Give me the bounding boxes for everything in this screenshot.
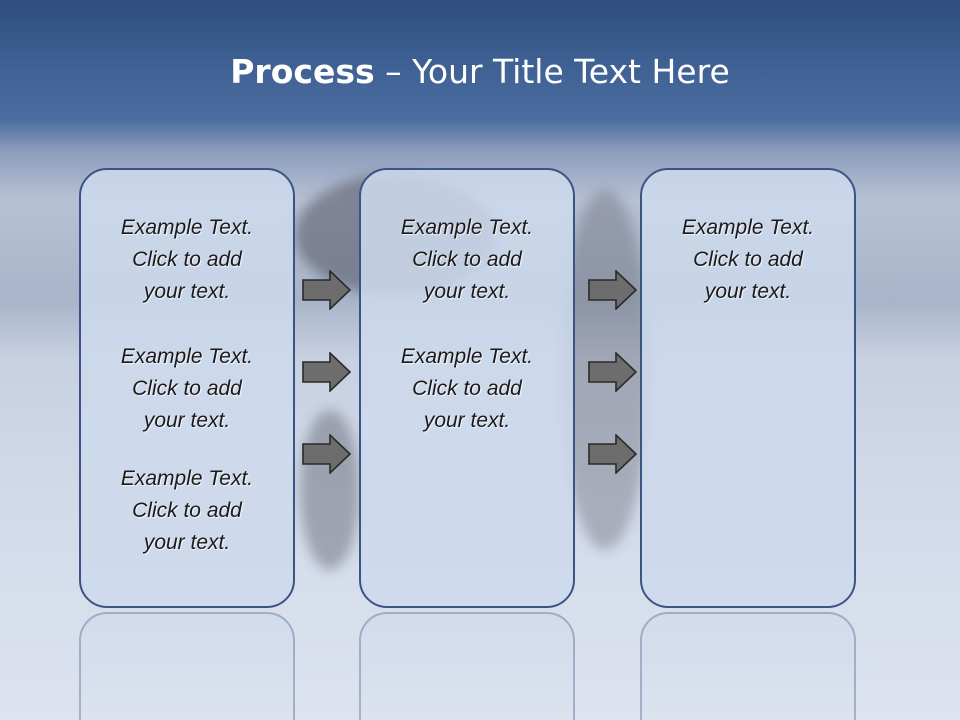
- text-line: Example Text.: [120, 216, 254, 239]
- text-line: Example Text.: [681, 216, 815, 239]
- text-block[interactable]: Example Text. Click to add your text.: [361, 341, 573, 437]
- text-line: Click to add: [412, 377, 522, 400]
- arrow-right-icon: [588, 434, 638, 474]
- panel-reflection: [359, 612, 575, 720]
- text-block[interactable]: Example Text. Click to add your text.: [642, 212, 854, 308]
- arrow-right-icon: [588, 270, 638, 310]
- text-line: your text.: [143, 409, 231, 432]
- text-line: Click to add: [412, 248, 522, 271]
- text-block[interactable]: Example Text. Click to add your text.: [81, 463, 293, 559]
- text-line: Example Text.: [120, 467, 254, 490]
- text-line: Click to add: [132, 499, 242, 522]
- arrow-right-icon: [302, 270, 352, 310]
- process-panel-2[interactable]: Example Text. Click to add your text. Ex…: [359, 168, 575, 608]
- text-line: your text.: [423, 409, 511, 432]
- text-block[interactable]: Example Text. Click to add your text.: [81, 341, 293, 437]
- arrow-right-icon: [302, 352, 352, 392]
- process-panel-1[interactable]: Example Text. Click to add your text. Ex…: [79, 168, 295, 608]
- text-line: your text.: [704, 280, 792, 303]
- text-line: your text.: [423, 280, 511, 303]
- panel-reflection: [79, 612, 295, 720]
- text-block[interactable]: Example Text. Click to add your text.: [81, 212, 293, 308]
- process-panel-3[interactable]: Example Text. Click to add your text.: [640, 168, 856, 608]
- text-line: your text.: [143, 531, 231, 554]
- panel-reflection: [640, 612, 856, 720]
- arrow-right-icon: [588, 352, 638, 392]
- text-line: Click to add: [132, 377, 242, 400]
- text-line: Example Text.: [400, 345, 534, 368]
- arrow-right-icon: [302, 434, 352, 474]
- text-line: your text.: [143, 280, 231, 303]
- title-bold: Process: [230, 52, 375, 91]
- text-line: Click to add: [132, 248, 242, 271]
- text-line: Example Text.: [400, 216, 534, 239]
- title-rest: – Your Title Text Here: [385, 52, 730, 91]
- text-line: Click to add: [693, 248, 803, 271]
- slide-title[interactable]: Process – Your Title Text Here: [0, 52, 960, 91]
- text-block[interactable]: Example Text. Click to add your text.: [361, 212, 573, 308]
- text-line: Example Text.: [120, 345, 254, 368]
